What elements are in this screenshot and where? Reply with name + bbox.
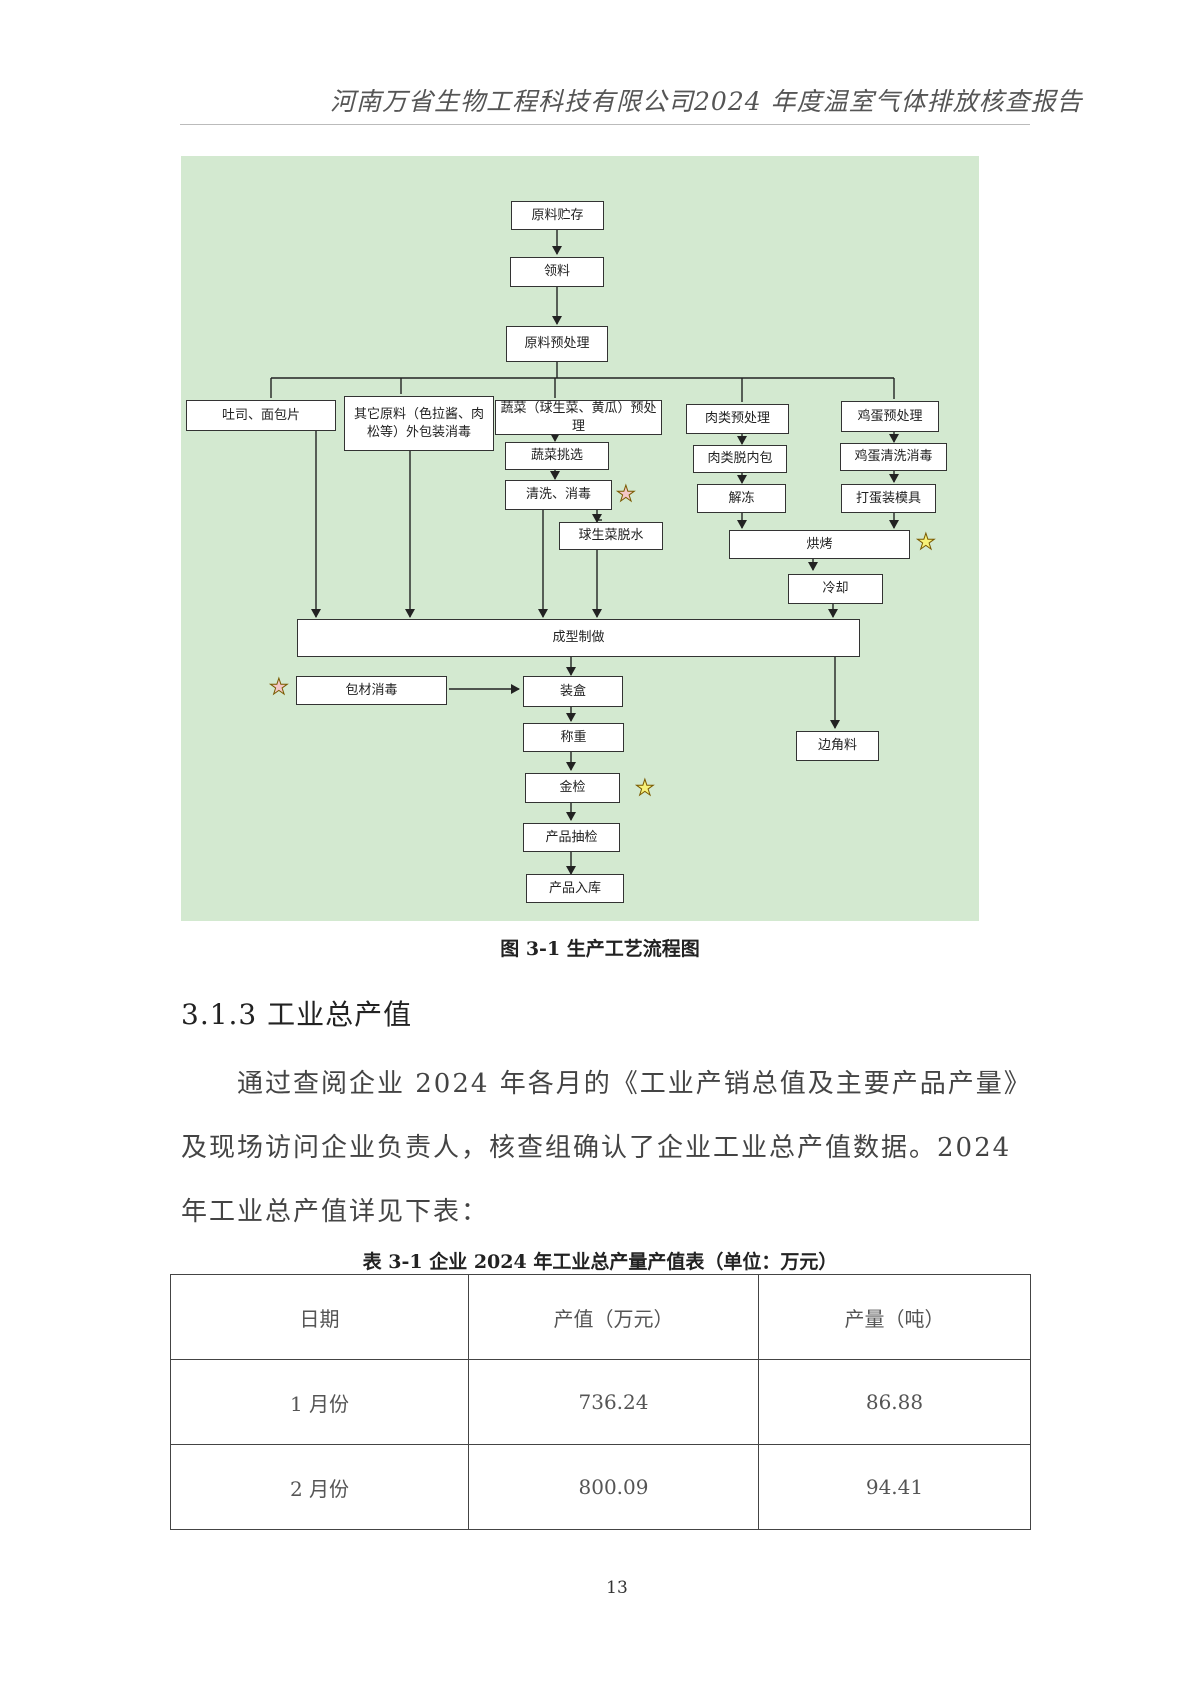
figure-caption: 图 3-1 生产工艺流程图 [500,938,700,960]
node-veg-pick: 蔬菜挑选 [505,442,609,470]
header-divider [180,124,1030,125]
node-lettuce-dewater: 球生菜脱水 [559,522,663,550]
cell-value: 800.09 [468,1444,759,1530]
control-point-star-icon: ★ [616,482,637,507]
report-header: 河南万省生物工程科技有限公司2024 年度温室气体排放核查报告 [330,87,1083,116]
node-receive: 领料 [510,257,604,287]
node-wash-disinfect: 清洗、消毒 [505,480,612,510]
body-paragraph: 通过查阅企业 2024 年各月的《工业产销总值及主要产品产量》及现场访问企业负责… [181,1069,1019,1227]
control-point-star-icon: ★ [635,776,656,801]
node-thaw: 解冻 [697,484,786,513]
node-meat-unpack: 肉类脱内包 [693,445,787,473]
page-number: 13 [606,1578,628,1598]
section-title: 3.1.3 工业总产值 [181,998,413,1031]
header-cell-date: 日期 [170,1274,469,1360]
table-row: 2 月份 800.09 94.41 [170,1444,1031,1530]
node-pretreat: 原料预处理 [506,326,608,362]
flowchart-connectors [270,216,899,875]
table-header-row: 日期 产值（万元） 产量（吨） [170,1274,1031,1360]
cell-date: 1 月份 [170,1359,469,1445]
node-other-raw: 其它原料（色拉酱、肉松等）外包装消毒 [344,396,494,451]
cell-date: 2 月份 [170,1444,469,1530]
node-raw-storage: 原料贮存 [511,201,604,230]
node-veg-pretreat: 蔬菜（球生菜、黄瓜）预处理 [495,400,662,435]
table-row: 1 月份 736.24 86.88 [170,1359,1031,1445]
node-egg-mold: 打蛋装模具 [841,484,936,513]
node-egg-pretreat: 鸡蛋预处理 [841,401,939,432]
header-cell-value: 产值（万元） [468,1274,759,1360]
table-title: 表 3-1 企业 2024 年工业总产量产值表（单位：万元） [362,1251,838,1273]
node-scrap: 边角料 [796,731,879,761]
header-cell-output: 产量（吨） [758,1274,1031,1360]
node-egg-wash: 鸡蛋清洗消毒 [840,443,947,471]
node-cool: 冷却 [788,574,883,604]
node-metal-detect: 金检 [525,773,620,803]
node-toast: 吐司、面包片 [186,400,336,431]
cell-output: 94.41 [758,1444,1031,1530]
process-flowchart: 原料贮存 领料 原料预处理 吐司、面包片 其它原料（色拉酱、肉松等）外包装消毒 … [181,156,979,921]
cell-output: 86.88 [758,1359,1031,1445]
node-sampling: 产品抽检 [523,823,620,852]
control-point-star-icon: ★ [269,675,290,700]
node-bake: 烘烤 [729,530,910,559]
output-value-table: 日期 产值（万元） 产量（吨） 1 月份 736.24 86.88 2 月份 8… [170,1274,1031,1530]
node-weigh: 称重 [523,723,624,752]
node-shaping: 成型制做 [297,619,860,657]
node-storage: 产品入库 [526,874,624,903]
node-meat-pretreat: 肉类预处理 [686,404,789,434]
control-point-star-icon: ★ [916,530,937,555]
node-boxing: 装盒 [523,676,623,707]
node-packaging-disinfect: 包材消毒 [296,676,447,705]
cell-value: 736.24 [468,1359,759,1445]
